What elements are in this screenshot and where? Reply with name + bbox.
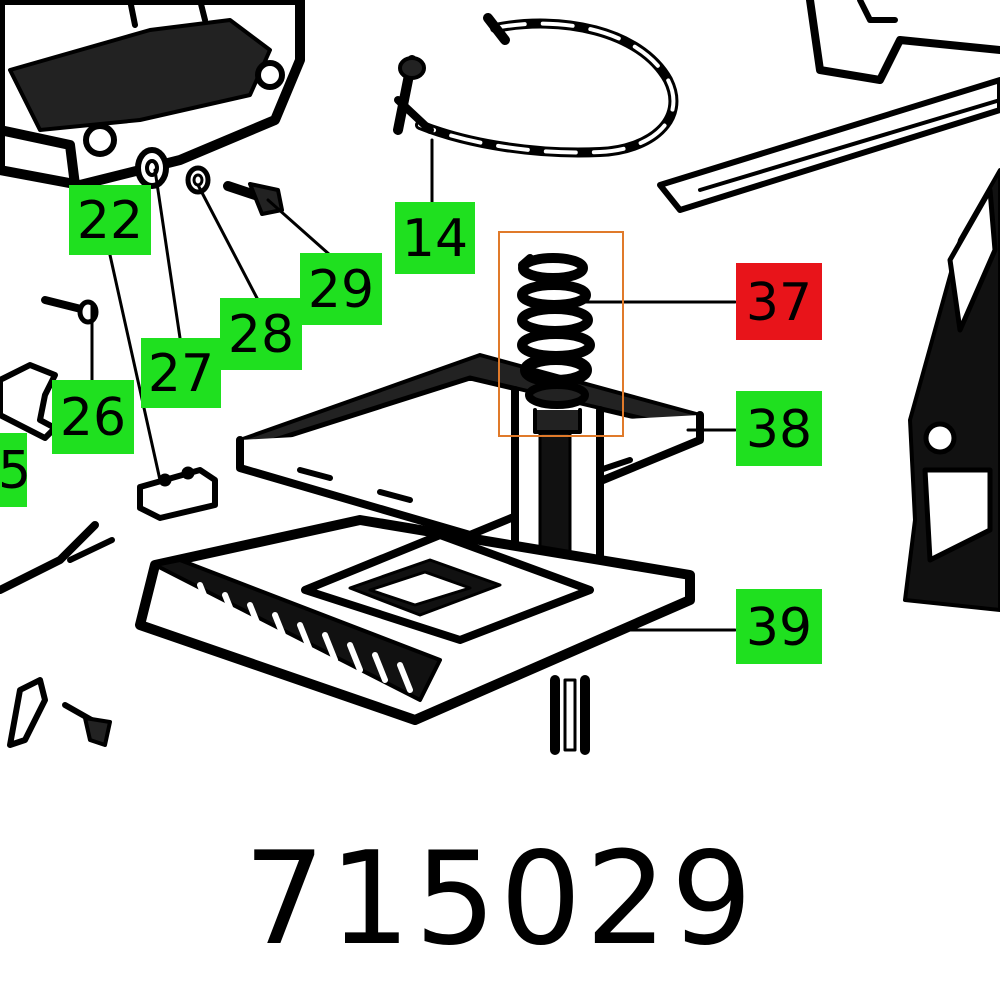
- bracket-drawing: [0, 362, 58, 441]
- spring-37-drawing: [517, 253, 595, 434]
- screw-29-drawing: [223, 181, 284, 216]
- washer-27-drawing: [135, 147, 169, 189]
- callout-bg: [300, 253, 382, 325]
- wire-drawing: [0, 521, 115, 594]
- frame-38-drawing: [236, 353, 704, 539]
- callout-37: 37: [736, 263, 822, 340]
- base-plate-39-drawing: [135, 515, 695, 725]
- callout-26: 26: [52, 380, 134, 454]
- handle-drawing: [903, 168, 1000, 612]
- callout-5: 5: [0, 433, 31, 507]
- callout-label: 26: [60, 388, 126, 448]
- callout-bg: [736, 589, 822, 664]
- callout-label: 37: [746, 273, 812, 333]
- guide-rail-drawing: [657, 0, 1000, 213]
- leader-lines: [90, 138, 737, 632]
- callout-bg: [141, 338, 221, 408]
- part-number: 715029: [243, 825, 757, 974]
- callout-bg: [395, 202, 475, 274]
- callout-28: 28: [220, 298, 302, 370]
- callout-label: 28: [228, 305, 294, 365]
- callout-bg: [220, 298, 302, 370]
- callout-label: 29: [308, 260, 374, 320]
- callout-27: 27: [141, 338, 221, 408]
- screw-26-drawing: [41, 296, 99, 325]
- callout-22: 22: [69, 185, 151, 255]
- washer-28-drawing: [185, 165, 211, 195]
- clip-drawing: [7, 677, 48, 748]
- callout-label: 27: [148, 344, 214, 404]
- callout-39: 39: [736, 589, 822, 664]
- callout-label: 22: [77, 191, 143, 251]
- cable-14-drawing: [393, 13, 679, 158]
- callout-14: 14: [395, 202, 475, 274]
- callout-bg: [0, 433, 27, 507]
- upper-housing-drawing: [0, 0, 305, 190]
- callout-bg: [736, 391, 822, 466]
- highlight-frame: [498, 231, 624, 437]
- callout-38: 38: [736, 391, 822, 466]
- callout-bg: [69, 185, 151, 255]
- callout-label: 38: [746, 400, 812, 460]
- callout-bg: [52, 380, 134, 454]
- callout-bg: [736, 263, 822, 340]
- small-screw-drawing: [62, 702, 112, 747]
- callout-29: 29: [300, 253, 382, 325]
- callout-label: 14: [402, 209, 468, 269]
- callout-label: 39: [746, 598, 812, 658]
- callout-label: 5: [0, 441, 31, 501]
- terminal-block-drawing: [137, 466, 218, 521]
